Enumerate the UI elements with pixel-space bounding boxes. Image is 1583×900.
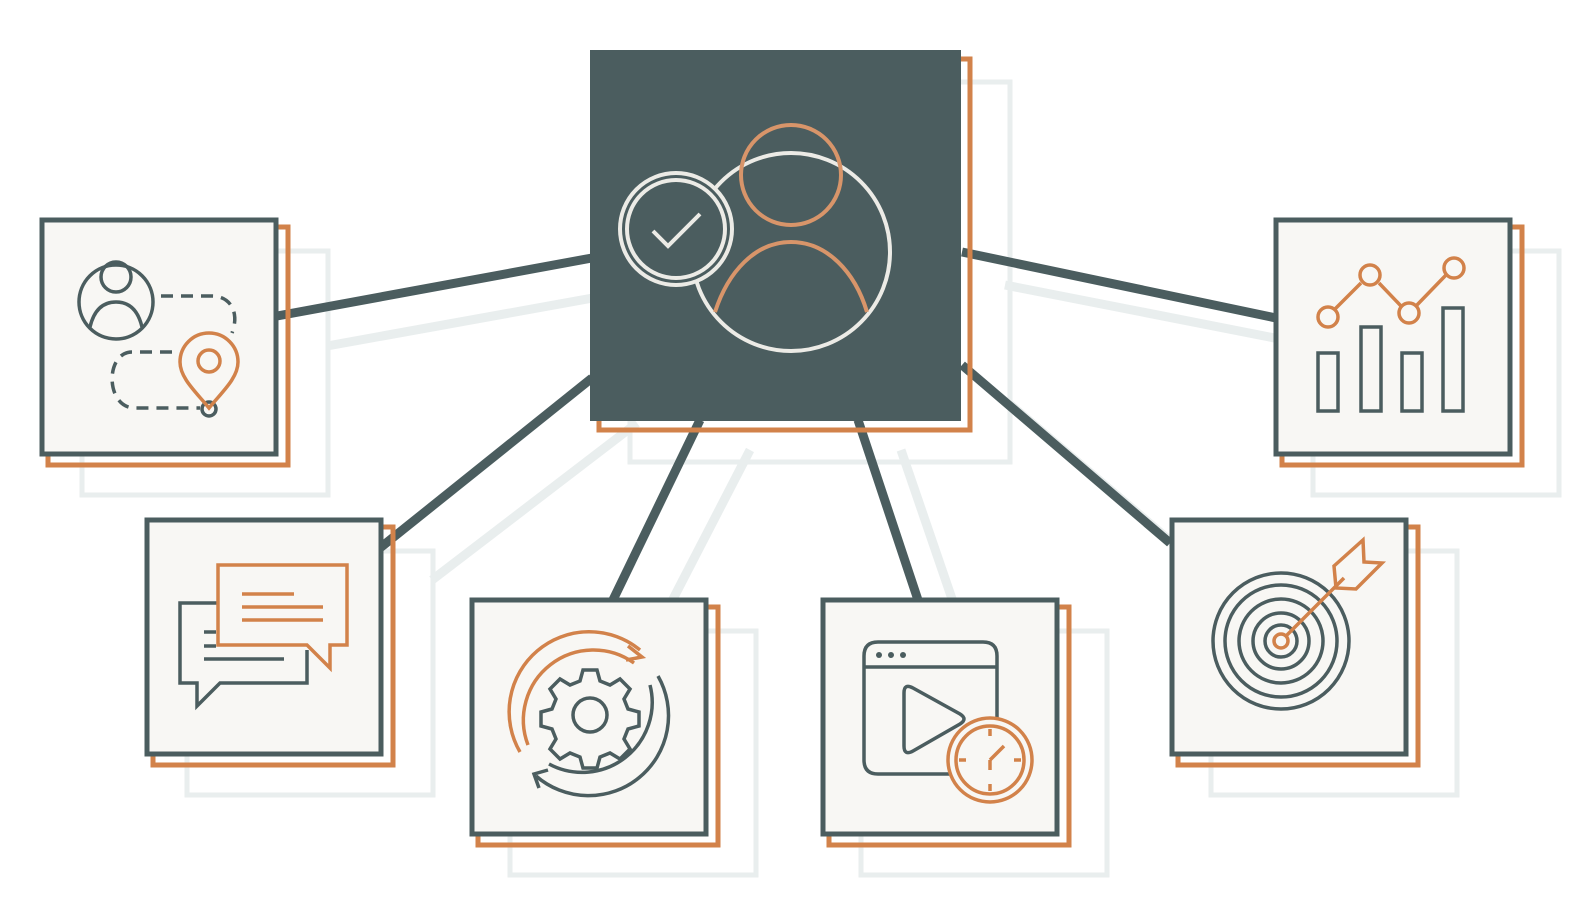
connector-timing xyxy=(853,418,923,602)
node-analytics xyxy=(1273,217,1525,468)
target-arrow-icon xyxy=(1211,536,1387,711)
connector-target xyxy=(959,361,1173,547)
gear-refresh-cycle-icon xyxy=(507,630,671,798)
node-chat xyxy=(144,517,396,768)
node-process xyxy=(469,597,721,848)
analytics-chart-icon xyxy=(1316,256,1466,413)
node-journey xyxy=(39,217,291,468)
video-timer-icon xyxy=(862,640,1034,804)
connector-process xyxy=(607,418,705,604)
connector-chat xyxy=(377,374,595,552)
connector-analytics xyxy=(961,247,1277,323)
verified-user-icon xyxy=(618,123,892,353)
node-timing xyxy=(820,597,1072,848)
customer-journey-map-icon xyxy=(77,260,240,418)
chat-bubbles-icon xyxy=(178,563,349,711)
connector-journey xyxy=(276,253,593,321)
connector-lines xyxy=(276,247,1277,604)
center-hub xyxy=(590,50,973,433)
node-target xyxy=(1169,517,1421,768)
